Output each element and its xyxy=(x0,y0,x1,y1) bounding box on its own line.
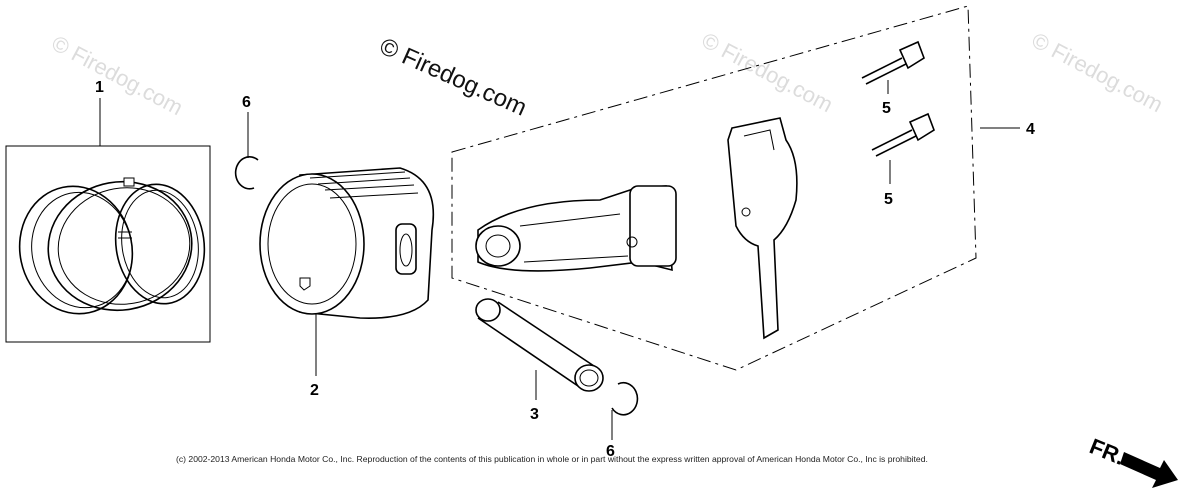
rod-bolt-lower-drawing xyxy=(871,112,935,157)
watermark-faint-left: © Firedog.com xyxy=(48,30,187,120)
front-direction-marker: FR. xyxy=(1086,433,1178,488)
callout-6-upper: 6 xyxy=(242,94,251,111)
connecting-rod-drawing xyxy=(475,185,677,272)
callout-3: 3 xyxy=(530,406,539,423)
callout-5-lower: 5 xyxy=(884,191,893,208)
piston-pin-drawing xyxy=(475,298,604,392)
front-direction-arrow-icon xyxy=(1120,452,1178,488)
callout-2: 2 xyxy=(310,382,319,399)
rod-cap-drawing xyxy=(727,117,798,340)
pin-clip-lower-drawing xyxy=(611,381,639,416)
copyright-notice: (c) 2002-2013 American Honda Motor Co., … xyxy=(176,454,928,464)
watermark-faint-center: © Firedog.com xyxy=(698,27,837,117)
connecting-rod-assembly-boundary xyxy=(451,5,977,371)
watermark-faint-right: © Firedog.com xyxy=(1028,27,1167,117)
callout-6-lower: 6 xyxy=(606,443,615,460)
watermark-main: © Firedog.com xyxy=(376,33,531,122)
callout-5-upper: 5 xyxy=(882,100,891,117)
rod-bolt-upper-drawing xyxy=(861,40,925,85)
piston-drawing xyxy=(259,167,435,319)
callout-1: 1 xyxy=(95,79,104,96)
piston-ring-set-drawing xyxy=(5,145,211,343)
pin-clip-upper-drawing xyxy=(234,156,259,190)
callout-4: 4 xyxy=(1026,121,1035,138)
